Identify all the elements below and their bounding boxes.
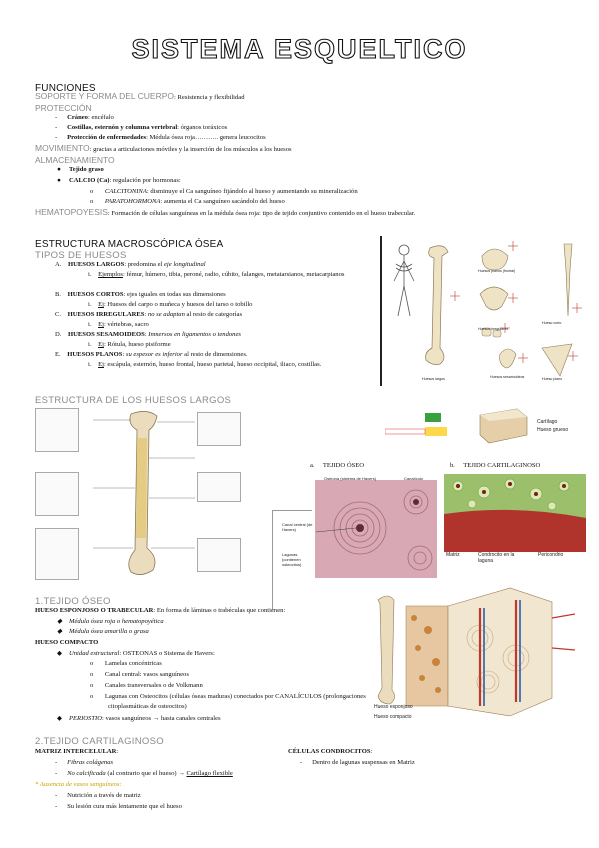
annotation-box (197, 538, 241, 572)
tejido-oseo-label: a. TEJIDO ÓSEO (310, 462, 365, 469)
proteccion-item: - Protección de enfermedades: Médula óse… (55, 134, 266, 141)
tipo-hueso-item: D. HUESOS SESAMOIDEOS: Inmersos en ligam… (55, 331, 241, 338)
estructura-heading: ESTRUCTURA MACROSCÓPICA ÓSEA (35, 239, 224, 250)
matriz-item: - Fibras colágenas (55, 759, 114, 766)
tipo-hueso-ejemplo: i. Ej: vértebras, sacro (88, 321, 149, 328)
bone-cross-section-image: Hueso esponjoso Hueso compacto (370, 578, 585, 726)
tejido-oseo-heading: 1.TEJIDO ÓSEO (35, 596, 111, 607)
tejido-cartilaginoso-heading: 2.TEJIDO CARTILAGINOSO (35, 736, 164, 747)
tipo-hueso-item: A. HUESOS LARGOS: predomina el eje longi… (55, 261, 206, 268)
soporte-line: SOPORTE Y FORMA DEL CUERPO: Resistencia … (35, 91, 245, 101)
osseous-tissue-image: Osteona (sistema de Havers) Canalículo C… (280, 472, 440, 578)
bone-types-image: Huesos planos (frontal) Huesos irregular… (380, 236, 587, 386)
annotation-box (197, 472, 241, 502)
cartilage-tissue-image: Matriz Condrocito en la laguna Pericondr… (444, 474, 586, 570)
long-bone-structure-image (35, 408, 245, 580)
annotation-box (35, 472, 79, 516)
condrocitos-label: CÉLULAS CONDROCITOS: (288, 748, 373, 755)
periostio-item: ◆PERIOSTIO: vasos sanguíneos → hasta can… (57, 715, 221, 722)
annotation-box (197, 412, 241, 446)
matriz-label: MATRIZ INTERCELULAR: (35, 748, 119, 755)
connector-line (272, 510, 273, 610)
long-bone-icon (425, 245, 449, 365)
tejido-graso-item: ●Tejido graso (57, 166, 104, 173)
tipo-hueso-ejemplo: i. Ej: Huesos del carpo o muñeca y hueso… (88, 301, 253, 308)
tejido-cartilaginoso-label: b. TEJIDO CARTILAGINOSO (450, 462, 541, 469)
tipo-hueso-item: B. HUESOS CORTOS: ejes iguales en todas … (55, 291, 226, 298)
cartilage-slab-image: Cartílago Hueso grueso (385, 405, 585, 447)
osteona-item: o Canales transversales o de Volkmann (90, 682, 203, 689)
ausencia-item: - Su lesión cura más lentamente que el h… (55, 803, 182, 810)
tipos-heading: TIPOS DE HUESOS (35, 250, 127, 261)
almacenamiento-label: ALMACENAMIENTO (35, 155, 115, 165)
osteona-item: o Lamelas concéntricas (90, 660, 162, 667)
esponjoso-line: HUESO ESPONJOSO O TRABECULAR: En forma d… (35, 607, 286, 614)
ausencia-note: * Ausencia de vasos sanguíneos: (35, 781, 122, 788)
tipo-hueso-ejemplo: i. Ejemplos: fémur, húmero, tibia, peron… (88, 271, 345, 278)
proteccion-item: - Costillas, esternón y columna vertebra… (55, 124, 228, 131)
calcitonina-item: o CALCITONINA: disminuye el Ca sanguíneo… (90, 188, 358, 195)
esponjoso-item: ◆Médula ósea roja o hematopoyética (57, 618, 164, 625)
paratohormona-item: o PARATOHORMONA: aumenta el Ca sanguíneo… (90, 198, 285, 205)
annotation-box (35, 528, 79, 580)
proteccion-item: - Cráneo: encéfalo (55, 114, 114, 121)
tipo-hueso-item: E. HUESOS PLANOS: su espesor es inferior… (55, 351, 248, 358)
calcio-item: ●CALCIO (Ca): regulación por hormonas: (57, 177, 181, 184)
condrocitos-item: - Dentro de lagunas suspensas en Matriz (300, 759, 415, 766)
compacto-label: HUESO COMPACTO (35, 639, 99, 646)
ausencia-item: - Nutrición a través de matriz (55, 792, 141, 799)
tipo-hueso-item: C. HUESOS IRREGULARES: no se adaptan al … (55, 311, 243, 318)
funciones-heading: FUNCIONES (35, 83, 96, 94)
tipo-hueso-ejemplo: i. Ej: escápula, esternón, hueso frontal… (88, 361, 322, 368)
connector-line (272, 510, 312, 511)
page-title: SISTEMA ESQUELTICO (131, 33, 468, 64)
proteccion-label: PROTECCIÓN (35, 103, 92, 113)
esponjoso-item: ◆Médula ósea amarilla o grasa (57, 628, 149, 635)
irregular-bone-icon (479, 286, 509, 311)
annotation-box (35, 408, 79, 452)
tipo-hueso-ejemplo: i. Ej: Rótula, hueso pisiforme (88, 341, 171, 348)
osteona-item: o Canal central: vasos sanguíneos (90, 671, 189, 678)
osteona-item: o Lagunas con Osteocitos (células óseas … (90, 693, 366, 710)
flat-bone-icon (481, 248, 509, 271)
hematopoyesis-line: HEMATOPOYESIS: Formación de células sang… (35, 207, 416, 217)
matriz-item: - No calcificada (al contrario que el hu… (55, 770, 233, 777)
movimiento-line: MOVIMIENTO: gracias a articulaciones móv… (35, 143, 292, 153)
unidad-estructural: ◆Unidad estructural: OSTEONAS o Sistema … (57, 650, 215, 657)
sesamoid-bone-icon (499, 348, 517, 369)
huesos-largos-heading: ESTRUCTURA DE LOS HUESOS LARGOS (35, 395, 232, 406)
